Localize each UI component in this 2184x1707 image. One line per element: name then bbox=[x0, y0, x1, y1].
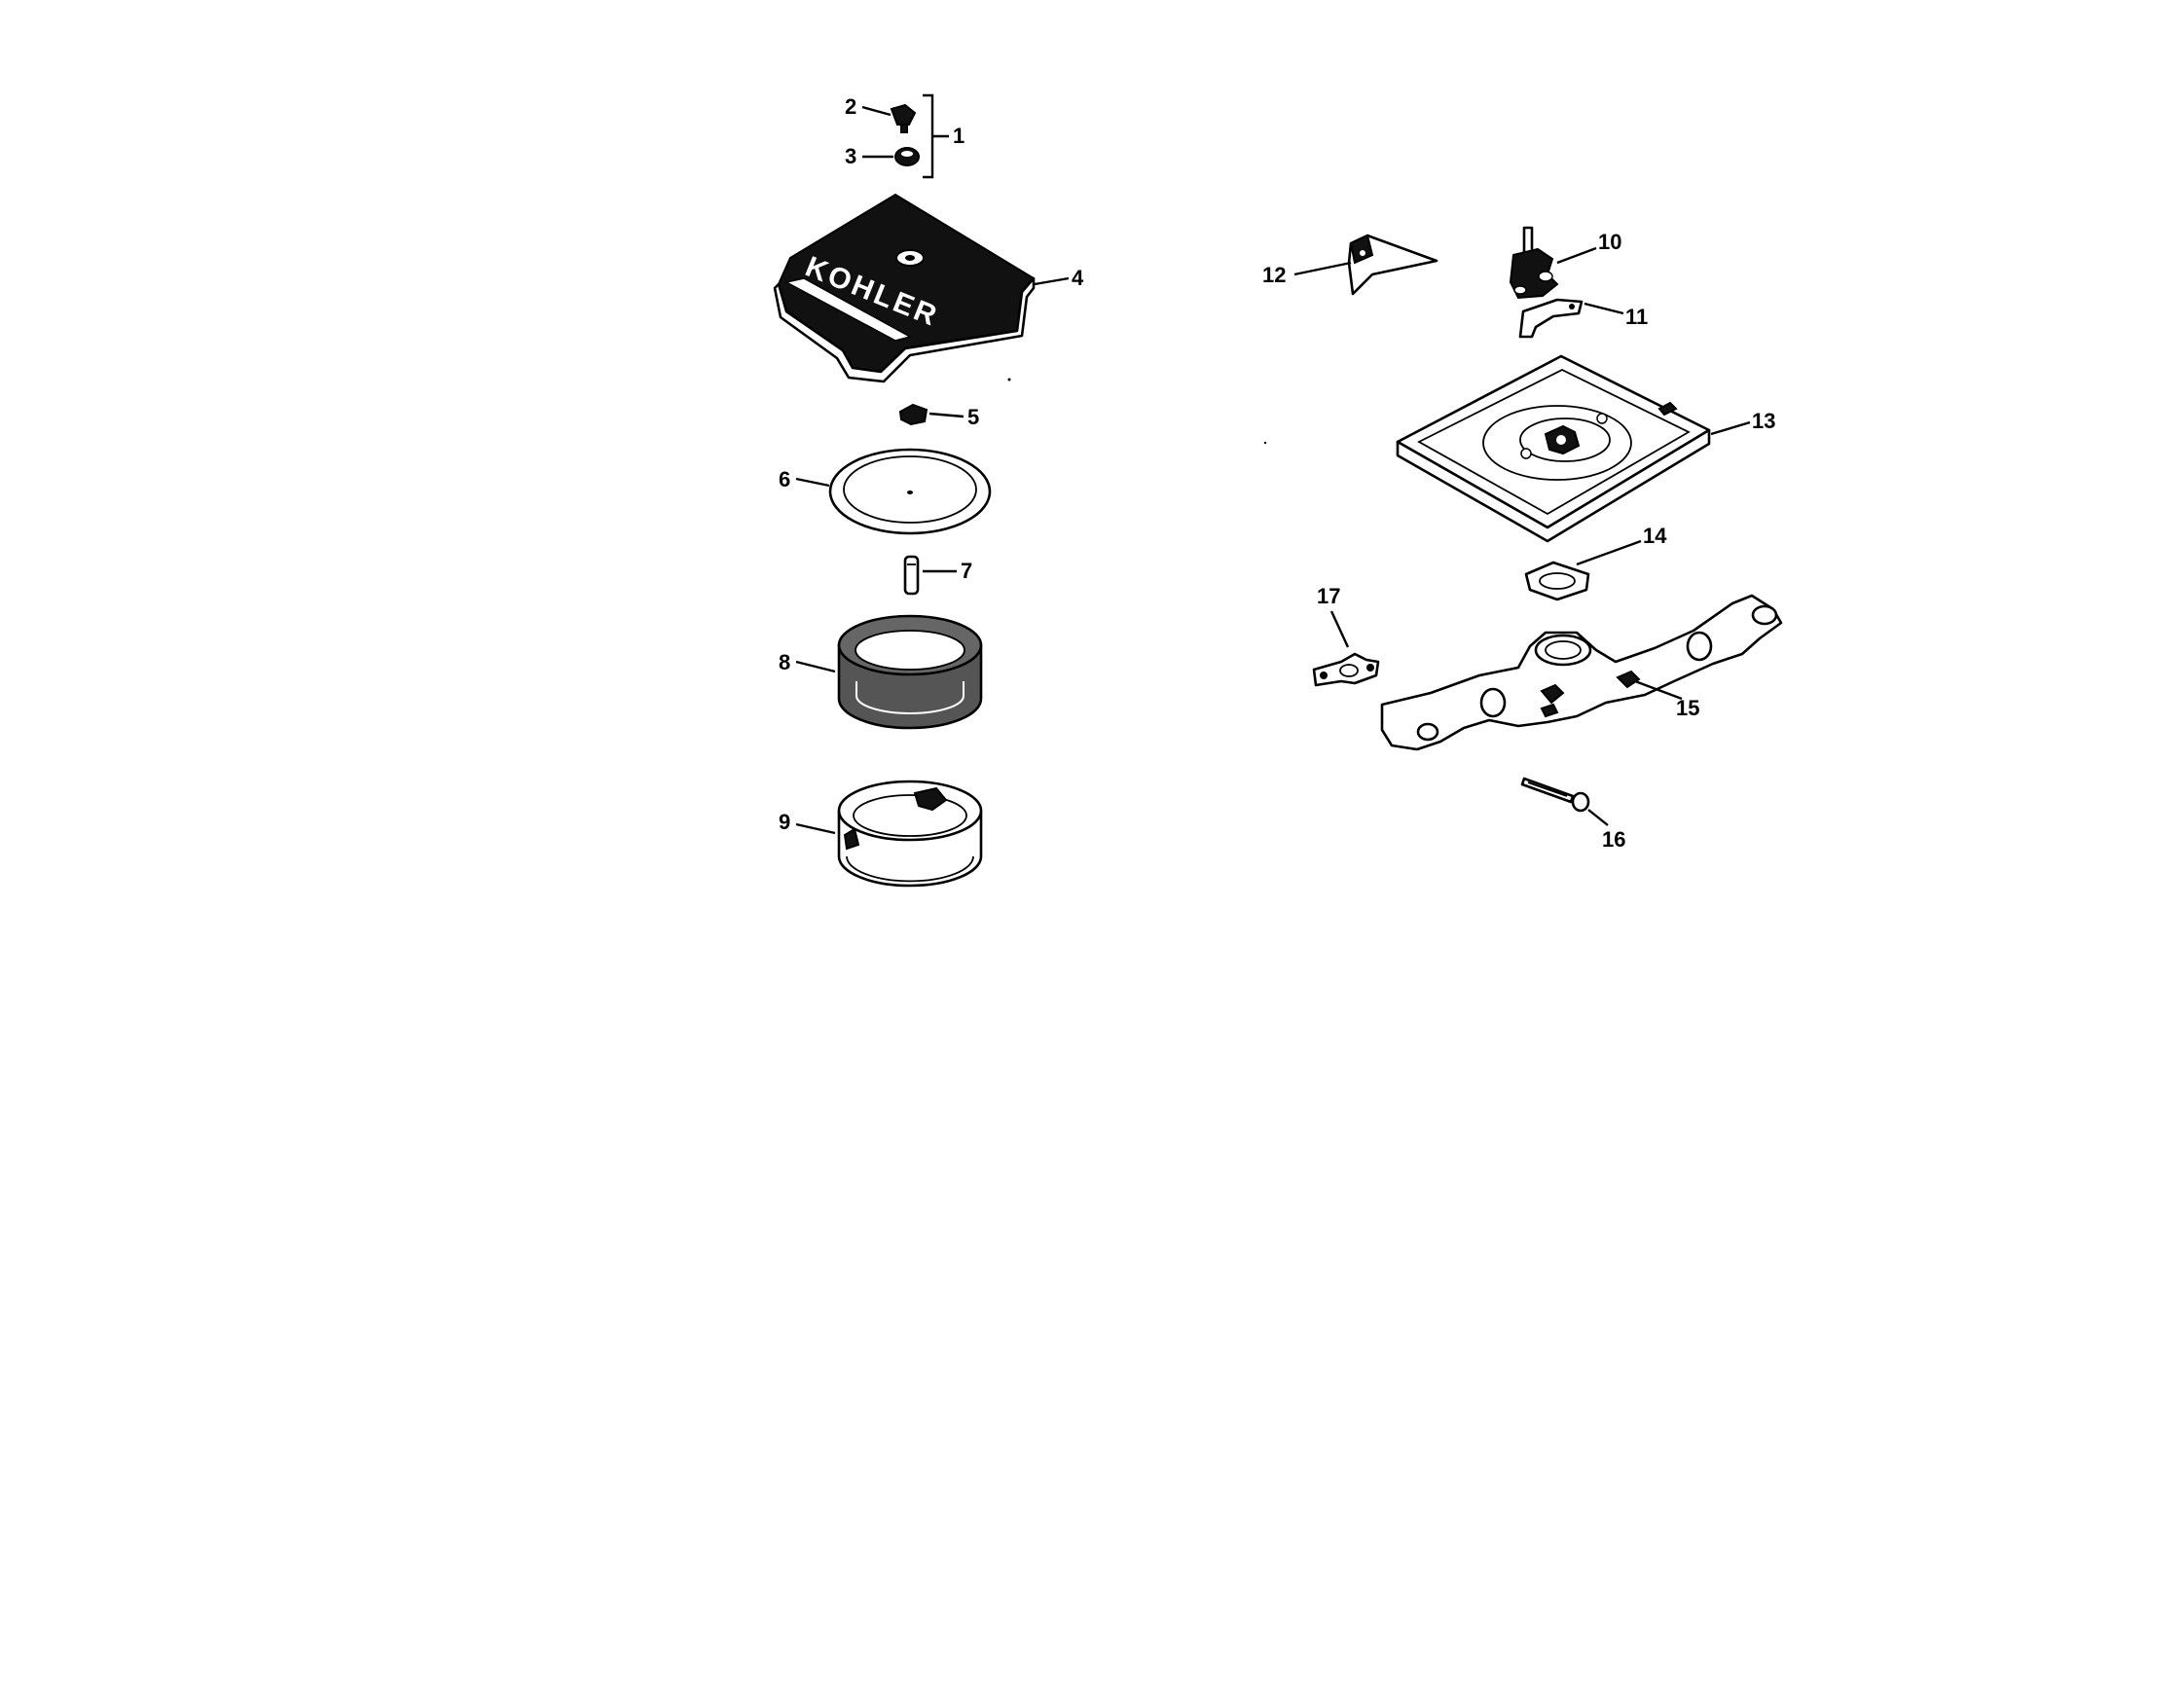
callout-4: 4 bbox=[1072, 266, 1084, 290]
callout-12: 12 bbox=[1262, 263, 1286, 287]
part-10-elbow-fitting: 10 bbox=[1509, 226, 1621, 300]
callout-10: 10 bbox=[1598, 230, 1621, 254]
callout-15: 15 bbox=[1676, 696, 1699, 720]
callout-13: 13 bbox=[1752, 409, 1775, 433]
callout-3: 3 bbox=[845, 144, 856, 168]
part-13-air-cleaner-base: 13 bbox=[1396, 354, 1775, 543]
callout-5: 5 bbox=[967, 405, 979, 429]
callout-9: 9 bbox=[779, 810, 790, 834]
callout-14: 14 bbox=[1643, 524, 1667, 548]
part-4-air-cleaner-cover: KOHLER 4 bbox=[773, 193, 1084, 383]
part-17-gasket: 17 bbox=[1312, 584, 1380, 687]
part-6-element-cover-plate: 6 bbox=[779, 448, 992, 535]
callout-6: 6 bbox=[779, 467, 790, 491]
callout-7: 7 bbox=[961, 559, 972, 583]
part-5-nut: 5 bbox=[898, 403, 979, 429]
stray-mark bbox=[1263, 441, 1267, 445]
part-16-screw: 16 bbox=[1520, 777, 1625, 852]
part-1-kit-bracket: 1 bbox=[923, 93, 965, 179]
part-14-gasket: 14 bbox=[1524, 524, 1667, 601]
callout-17: 17 bbox=[1317, 584, 1340, 608]
part-15-intake-manifold: 15 bbox=[1380, 594, 1783, 751]
callout-11: 11 bbox=[1625, 305, 1648, 329]
part-11-gasket: 11 bbox=[1518, 298, 1648, 339]
callout-8: 8 bbox=[779, 650, 790, 674]
part-8-precleaner-foam: 8 bbox=[779, 614, 983, 730]
part-3-nut: 3 bbox=[845, 144, 920, 168]
part-2-wing-nut: 2 bbox=[845, 94, 917, 133]
part-12-bracket: 12 bbox=[1262, 234, 1438, 296]
part-9-air-filter-element: 9 bbox=[779, 780, 983, 888]
callout-1: 1 bbox=[953, 124, 965, 148]
callout-2: 2 bbox=[845, 94, 856, 119]
stray-mark bbox=[1007, 378, 1011, 381]
part-7-stud: 7 bbox=[903, 555, 972, 596]
callout-16: 16 bbox=[1602, 827, 1625, 852]
